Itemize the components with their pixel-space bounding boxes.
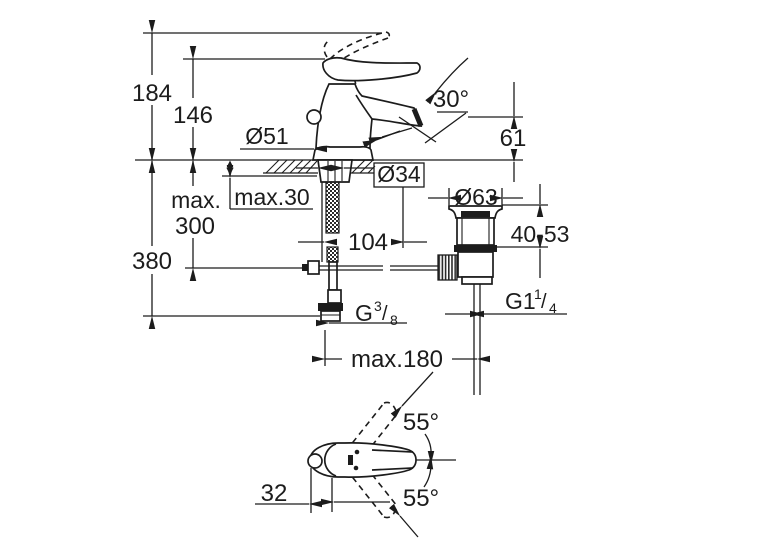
dim-label-104: 104: [348, 229, 388, 256]
hose-lower: [327, 289, 342, 304]
dim-label-max30: max.30: [234, 184, 309, 210]
thread-label-g38-num: 3: [374, 298, 382, 314]
thread-label-g38-slash: /: [382, 303, 388, 325]
lever-raised-hinge: [323, 39, 331, 58]
thread-label-g38-den: 8: [390, 312, 398, 328]
dim-label-32: 32: [261, 480, 288, 507]
rod-clevis: [307, 260, 320, 275]
deck-section: [263, 159, 376, 174]
faucet-top-body: [309, 442, 417, 478]
rod-end-cap: [302, 264, 308, 271]
lever-swivel-lower-cap: [383, 505, 398, 519]
lever-dot-top: [354, 449, 360, 455]
dimensions-top: 55° 55° 32: [255, 371, 456, 538]
dim-label-380: 380: [132, 248, 172, 275]
hose-connector-nut: [320, 310, 341, 322]
lever-motion-arrow: [425, 57, 469, 105]
spout-mouth: [411, 108, 424, 127]
dimensions-side: 184 146 380 max. 300 Ø51 max.30 Ø34 10: [130, 19, 570, 373]
lever-raised-top: [329, 31, 387, 60]
thread-label-g114-g: G1: [505, 288, 536, 314]
dim-label-max180: max.180: [351, 346, 443, 373]
dim-label-146: 146: [173, 102, 213, 129]
spout-body-joint: [355, 94, 373, 120]
lever-dot-bottom: [353, 465, 359, 471]
faucet-body: [315, 83, 423, 149]
deck-hatching: [265, 159, 376, 174]
faucet-side-view: [306, 31, 469, 161]
pull-rod-knob-side: [306, 109, 322, 125]
hose-connector-band: [318, 303, 343, 311]
drain-neck: [456, 217, 495, 246]
dim-label-40-53: 40-53: [511, 221, 570, 247]
drain-washer: [454, 245, 497, 252]
drain-assembly: [437, 205, 503, 395]
faucet-top-view: [307, 401, 417, 519]
thread-label-g114-num: 1: [534, 286, 542, 302]
dim-label-dia63: Ø63: [454, 184, 497, 210]
dim-label-300: 300: [175, 213, 215, 240]
lever-marker-bar: [348, 455, 353, 465]
faucet-base: [311, 145, 375, 161]
dim-label-dia34: Ø34: [377, 161, 421, 187]
lever-swivel-upper-cap: [383, 401, 398, 415]
lever-handle: [322, 56, 421, 82]
dim-label-61: 61: [500, 125, 527, 152]
thread-label-g114-den: 4: [549, 300, 557, 316]
dim-label-max: max.: [171, 187, 221, 213]
dim-label-30deg: 30°: [433, 86, 469, 113]
drain-body: [457, 251, 494, 278]
rod-knurled-knob: [437, 254, 458, 281]
dim-label-55deg-upper: 55°: [403, 409, 439, 436]
threaded-shank: [325, 181, 340, 234]
cartridge-arc: [323, 443, 337, 477]
thread-label-g114-slash: /: [541, 291, 547, 313]
drain-plug: [461, 211, 490, 217]
dim-label-dia51: Ø51: [245, 123, 288, 149]
dim-label-184: 184: [132, 80, 172, 107]
drain-band: [461, 276, 493, 285]
lever-raised-tip: [385, 31, 391, 39]
thread-label-g38-g: G: [355, 300, 373, 326]
hose-upper: [326, 246, 339, 263]
pull-rod-knob-top: [307, 453, 323, 469]
dim-label-55deg-lower: 55°: [403, 485, 439, 512]
